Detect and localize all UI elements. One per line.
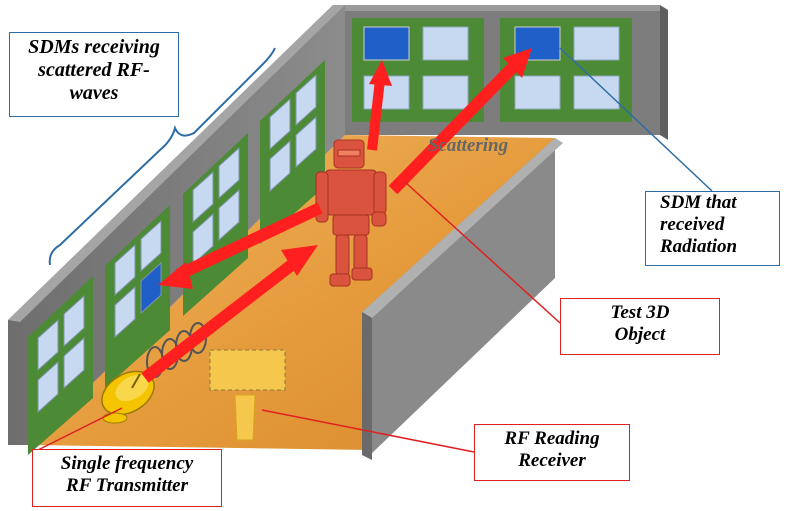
callout-test-object: Test 3D Object (560, 298, 720, 355)
sdm-group-brace (48, 47, 276, 266)
callout-sdm-received-line2: received (660, 213, 725, 235)
arrow-to-robot-head (281, 245, 318, 276)
arrow-to-side-sdm-head (158, 262, 193, 289)
callout-sdms-receiving-line3: waves (69, 82, 119, 104)
rf-receiver-icon (209, 349, 286, 441)
sdm-tile (514, 75, 561, 110)
right-wall (362, 138, 563, 460)
callout-sdm-received: SDM that received Radiation (645, 191, 780, 266)
callout-sdm-received-line3: Radiation (660, 235, 738, 257)
sdm-tile (573, 75, 620, 110)
connector-transmitter (31, 407, 123, 454)
arrow-up-back-left-head (369, 60, 392, 86)
callout-rf-receiver: RF Reading Receiver (474, 424, 630, 481)
rf-arrows (141, 48, 532, 383)
sdm-active-back-left (363, 26, 410, 61)
callout-test-object-line1: Test 3D (610, 302, 670, 323)
sdm-tile (422, 75, 469, 110)
left-wall (8, 5, 345, 455)
satellite-dish-icon (101, 370, 155, 424)
callout-rf-receiver-line2: Receiver (518, 449, 586, 471)
scattering-label: Scattering (428, 135, 508, 156)
callout-transmitter: Single frequency RF Transmitter (32, 449, 222, 507)
callout-sdm-received-line1: SDM that (660, 192, 737, 213)
arrow-to-back-sdm-head (503, 48, 532, 78)
sdm-active-side (140, 261, 162, 315)
callout-sdms-receiving-line2: scattered RF- (38, 59, 150, 81)
robot-icon (315, 139, 387, 287)
callout-test-object-line2: Object (614, 323, 666, 345)
callout-rf-receiver-line1: RF Reading (504, 428, 600, 449)
callout-sdms-receiving: SDMs receiving scattered RF- waves (9, 32, 179, 117)
connector-rf-receiver (261, 409, 475, 453)
connector-test-object (404, 181, 561, 324)
sdm-tile (422, 26, 469, 61)
callout-transmitter-line1: Single frequency (60, 453, 194, 474)
connector-sdm-received (559, 47, 713, 192)
callout-transmitter-line2: RF Transmitter (66, 474, 188, 496)
sdm-tile (573, 26, 620, 61)
callout-sdms-receiving-line1: SDMs receiving (28, 36, 160, 58)
